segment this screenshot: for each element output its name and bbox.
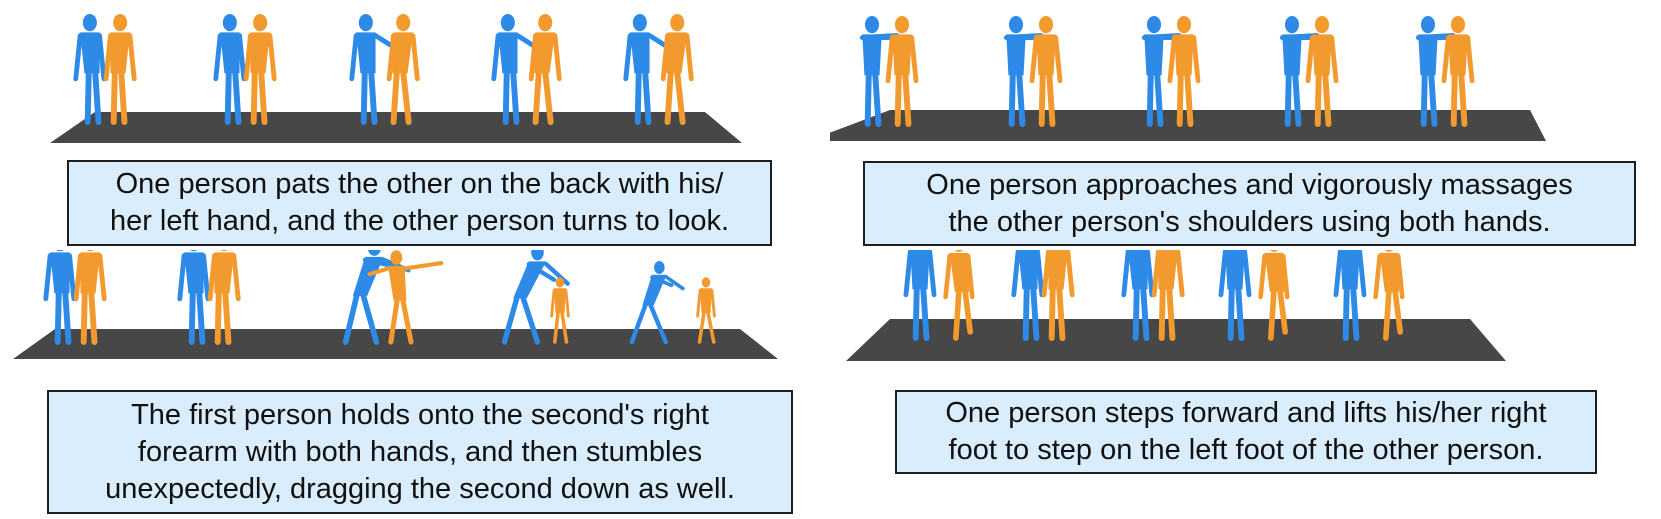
person-a-figure: [1011, 250, 1045, 341]
caption-box: One person steps forward and lifts his/h…: [895, 390, 1597, 474]
person-a-figure: [1218, 250, 1252, 341]
person-a-figure: [342, 250, 411, 345]
motion-sequence-render: [830, 15, 1546, 141]
caption-box: One person pats the other on the back wi…: [67, 160, 772, 246]
caption-line: One person approaches and vigorously mas…: [926, 168, 1573, 201]
person-b-figure: [1258, 250, 1290, 341]
figure-pair: [213, 13, 277, 125]
person-b-figure: [1441, 15, 1475, 127]
person-a-figure: [73, 13, 107, 125]
figure-pair: [1141, 15, 1201, 127]
caption-line: One person pats the other on the back wi…: [115, 168, 724, 200]
caption-line: The first person holds onto the second's…: [131, 398, 709, 431]
motion-panel-massage-shoulders: One person approaches and vigorously mas…: [830, 0, 1661, 250]
person-b-figure: [1167, 15, 1201, 127]
motion-panel-stumble: The first person holds onto the second's…: [0, 250, 830, 519]
person-a-figure: [629, 261, 685, 345]
person-b-figure: [207, 250, 241, 345]
person-b-figure: [1041, 250, 1075, 341]
figure-pair: [903, 250, 975, 341]
motion-panel-pat-back: One person pats the other on the back wi…: [0, 0, 830, 250]
caption-line: foot to step on the left foot of the oth…: [948, 434, 1544, 466]
motion-sequence-render: [846, 250, 1506, 361]
person-b-figure: [660, 13, 694, 125]
figure-pair: [1011, 250, 1075, 341]
person-a-figure: [213, 13, 247, 125]
person-b-figure: [885, 15, 919, 127]
person-b-figure: [528, 13, 562, 125]
caption-line: forearm with both hands, and then stumbl…: [137, 435, 703, 468]
person-a-figure: [501, 250, 570, 345]
figure-pair: [1003, 15, 1063, 127]
ground-platform: [50, 112, 742, 143]
person-b-figure: [367, 250, 444, 345]
figure-pair: [1121, 250, 1185, 341]
person-b-figure: [1151, 250, 1185, 341]
figure-pair: [342, 250, 444, 345]
figure-pair: [501, 250, 570, 345]
person-a-figure: [1415, 15, 1469, 127]
person-a-figure: [177, 250, 211, 345]
figure-pair: [1279, 15, 1339, 127]
person-b-figure: [1373, 250, 1405, 341]
figure-pair: [177, 250, 241, 345]
person-b-figure: [696, 277, 716, 344]
caption-line: One person steps forward and lifts his/h…: [945, 397, 1547, 429]
caption-box: The first person holds onto the second's…: [47, 390, 793, 514]
motion-sequence-render: [50, 13, 742, 143]
person-b-figure: [243, 13, 277, 125]
motion-panel-step-on-foot: One person steps forward and lifts his/h…: [830, 250, 1661, 519]
person-a-figure: [903, 250, 937, 341]
motion-sequence-render: [13, 250, 778, 359]
person-b-figure: [550, 277, 570, 344]
person-b-figure: [73, 250, 107, 345]
figure-pair: [1218, 250, 1290, 341]
figure-pair: [73, 13, 137, 125]
person-a-figure: [623, 13, 676, 125]
caption-line: unexpectedly, dragging the second down a…: [105, 472, 735, 505]
figure-pair: [623, 13, 694, 125]
person-a-figure: [1121, 250, 1155, 341]
person-b-figure: [386, 13, 420, 125]
person-b-figure: [943, 250, 975, 341]
figure-pair: [349, 13, 420, 125]
caption-line: the other person's shoulders using both …: [948, 205, 1551, 238]
person-a-figure: [349, 13, 402, 125]
figure-pair: [491, 13, 562, 125]
person-b-figure: [1029, 15, 1063, 127]
figure-pair: [1333, 250, 1405, 341]
person-a-figure: [43, 250, 77, 345]
figure-pair: [43, 250, 107, 345]
caption-box: One person approaches and vigorously mas…: [863, 161, 1636, 246]
person-a-figure: [1333, 250, 1367, 341]
figure-pair: [859, 15, 919, 127]
ground-platform: [846, 319, 1506, 361]
person-b-figure: [1305, 15, 1339, 127]
caption-line: her left hand, and the other person turn…: [109, 205, 730, 237]
figure-pair: [629, 261, 716, 345]
person-b-figure: [103, 13, 137, 125]
figure-pair: [1415, 15, 1475, 127]
